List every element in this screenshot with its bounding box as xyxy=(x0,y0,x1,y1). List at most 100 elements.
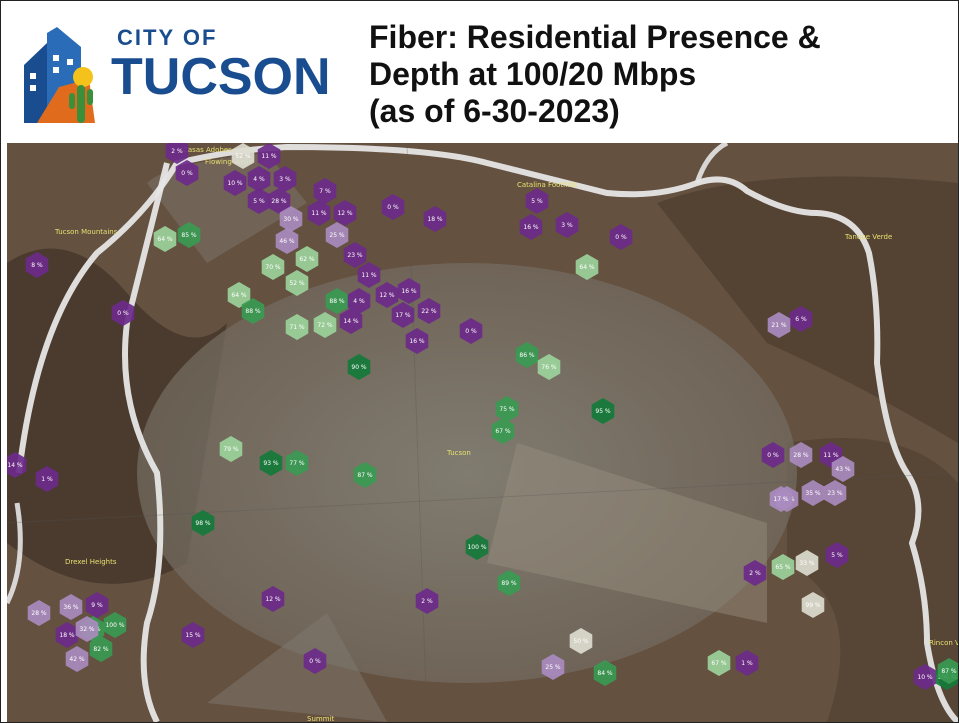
hex-cell[interactable] xyxy=(459,318,483,344)
coverage-hex[interactable]: 3 % xyxy=(273,166,297,192)
coverage-hex[interactable]: 82 % xyxy=(89,636,113,662)
coverage-hex[interactable]: 75 % xyxy=(495,396,519,422)
hex-cell[interactable] xyxy=(257,143,281,169)
hex-cell[interactable] xyxy=(937,658,958,684)
coverage-hex[interactable]: 0 % xyxy=(303,648,327,674)
hex-cell[interactable] xyxy=(261,586,285,612)
hex-cell[interactable] xyxy=(285,270,309,296)
hex-cell[interactable] xyxy=(259,450,283,476)
hex-cell[interactable] xyxy=(219,436,243,462)
hex-cell[interactable] xyxy=(191,510,215,536)
coverage-hex[interactable]: 90 % xyxy=(347,354,371,380)
hex-cell[interactable] xyxy=(343,242,367,268)
coverage-hex[interactable]: 35 % xyxy=(801,480,825,506)
hex-cell[interactable] xyxy=(227,282,251,308)
hex-cell[interactable] xyxy=(181,622,205,648)
coverage-hex[interactable]: 14 % xyxy=(339,308,363,334)
coverage-hex[interactable]: 12 % xyxy=(333,200,357,226)
coverage-hex[interactable]: 0 % xyxy=(761,442,785,468)
hex-cell[interactable] xyxy=(771,554,795,580)
coverage-hex[interactable]: 67 % xyxy=(707,650,731,676)
hex-cell[interactable] xyxy=(405,328,429,354)
coverage-hex[interactable]: 11 % xyxy=(307,200,331,226)
hex-cell[interactable] xyxy=(35,466,59,492)
hex-cell[interactable] xyxy=(55,622,79,648)
coverage-hex[interactable]: 64 % xyxy=(227,282,251,308)
hex-cell[interactable] xyxy=(7,452,27,478)
hex-cell[interactable] xyxy=(27,600,51,626)
hex-cell[interactable] xyxy=(111,300,135,326)
hex-cell[interactable] xyxy=(795,550,819,576)
coverage-hex[interactable]: 10 % xyxy=(223,170,247,196)
coverage-hex[interactable]: 0 % xyxy=(111,300,135,326)
hex-cell[interactable] xyxy=(789,442,813,468)
hex-cell[interactable] xyxy=(153,226,177,252)
coverage-hex[interactable]: 16 % xyxy=(397,278,421,304)
hex-cell[interactable] xyxy=(397,278,421,304)
coverage-hex[interactable]: 28 % xyxy=(27,600,51,626)
coverage-hex[interactable]: 43 % xyxy=(831,456,855,482)
coverage-hex[interactable]: 95 % xyxy=(591,398,615,424)
hex-cell[interactable] xyxy=(325,222,349,248)
hex-cell[interactable] xyxy=(495,396,519,422)
coverage-hex[interactable]: 18 % xyxy=(55,622,79,648)
coverage-hex[interactable]: 23 % xyxy=(343,242,367,268)
coverage-hex[interactable]: 33 % xyxy=(795,550,819,576)
hex-cell[interactable] xyxy=(285,314,309,340)
coverage-hex[interactable]: 4 % xyxy=(247,166,271,192)
coverage-hex[interactable]: 5 % xyxy=(825,542,849,568)
coverage-hex[interactable]: 0 % xyxy=(609,224,633,250)
coverage-hex[interactable]: 84 % xyxy=(593,660,617,686)
coverage-hex[interactable]: 71 % xyxy=(285,314,309,340)
hex-cell[interactable] xyxy=(767,312,791,338)
hex-cell[interactable] xyxy=(381,194,405,220)
hex-cell[interactable] xyxy=(423,206,447,232)
hex-cell[interactable] xyxy=(247,166,271,192)
coverage-hex[interactable]: 8 % xyxy=(25,252,49,278)
hex-cell[interactable] xyxy=(353,462,377,488)
coverage-hex[interactable]: 12 % xyxy=(375,282,399,308)
hex-cell[interactable] xyxy=(231,143,255,169)
hex-cell[interactable] xyxy=(789,306,813,332)
hex-cell[interactable] xyxy=(491,418,515,444)
coverage-hex[interactable]: 3 % xyxy=(555,212,579,238)
coverage-hex[interactable]: 11 % xyxy=(257,143,281,169)
coverage-hex[interactable]: 88 % xyxy=(325,288,349,314)
hex-cell[interactable] xyxy=(275,228,299,254)
coverage-hex[interactable]: 0 % xyxy=(459,318,483,344)
hex-cell[interactable] xyxy=(165,143,189,164)
hex-cell[interactable] xyxy=(177,222,201,248)
hex-cell[interactable] xyxy=(801,480,825,506)
coverage-hex[interactable]: 2 % xyxy=(743,560,767,586)
hex-cell[interactable] xyxy=(267,188,291,214)
hex-cell[interactable] xyxy=(707,650,731,676)
coverage-hex[interactable]: 14 % xyxy=(7,452,27,478)
coverage-hex[interactable]: 22 % xyxy=(417,298,441,324)
coverage-hex[interactable]: 18 % xyxy=(423,206,447,232)
coverage-hex[interactable]: 1 % xyxy=(735,650,759,676)
coverage-hex[interactable]: 50 % xyxy=(569,628,593,654)
coverage-hex[interactable]: 65 % xyxy=(771,554,795,580)
coverage-hex[interactable]: 99 % xyxy=(801,592,825,618)
coverage-hex[interactable]: 2 % xyxy=(165,143,189,164)
coverage-hex[interactable]: 9 % xyxy=(85,592,109,618)
coverage-hex[interactable]: 5 % xyxy=(247,188,271,214)
hex-cell[interactable] xyxy=(25,252,49,278)
hex-cell[interactable] xyxy=(569,628,593,654)
coverage-hex[interactable]: 15 % xyxy=(181,622,205,648)
coverage-hex[interactable]: 42 % xyxy=(65,646,89,672)
hex-cell[interactable] xyxy=(85,592,109,618)
coverage-hex[interactable]: 16 % xyxy=(519,214,543,240)
coverage-hex[interactable]: 5 % xyxy=(525,188,549,214)
hex-cell[interactable] xyxy=(313,312,337,338)
hex-cell[interactable] xyxy=(831,456,855,482)
coverage-hex[interactable]: 100 % xyxy=(103,612,127,638)
coverage-hex[interactable]: 23 % xyxy=(823,480,847,506)
coverage-hex[interactable]: 4 % xyxy=(347,288,371,314)
hex-cell[interactable] xyxy=(735,650,759,676)
coverage-hex[interactable]: 28 % xyxy=(267,188,291,214)
coverage-hex[interactable]: 36 % xyxy=(59,594,83,620)
hex-cell[interactable] xyxy=(761,442,785,468)
coverage-hex[interactable]: 30 % xyxy=(279,206,303,232)
